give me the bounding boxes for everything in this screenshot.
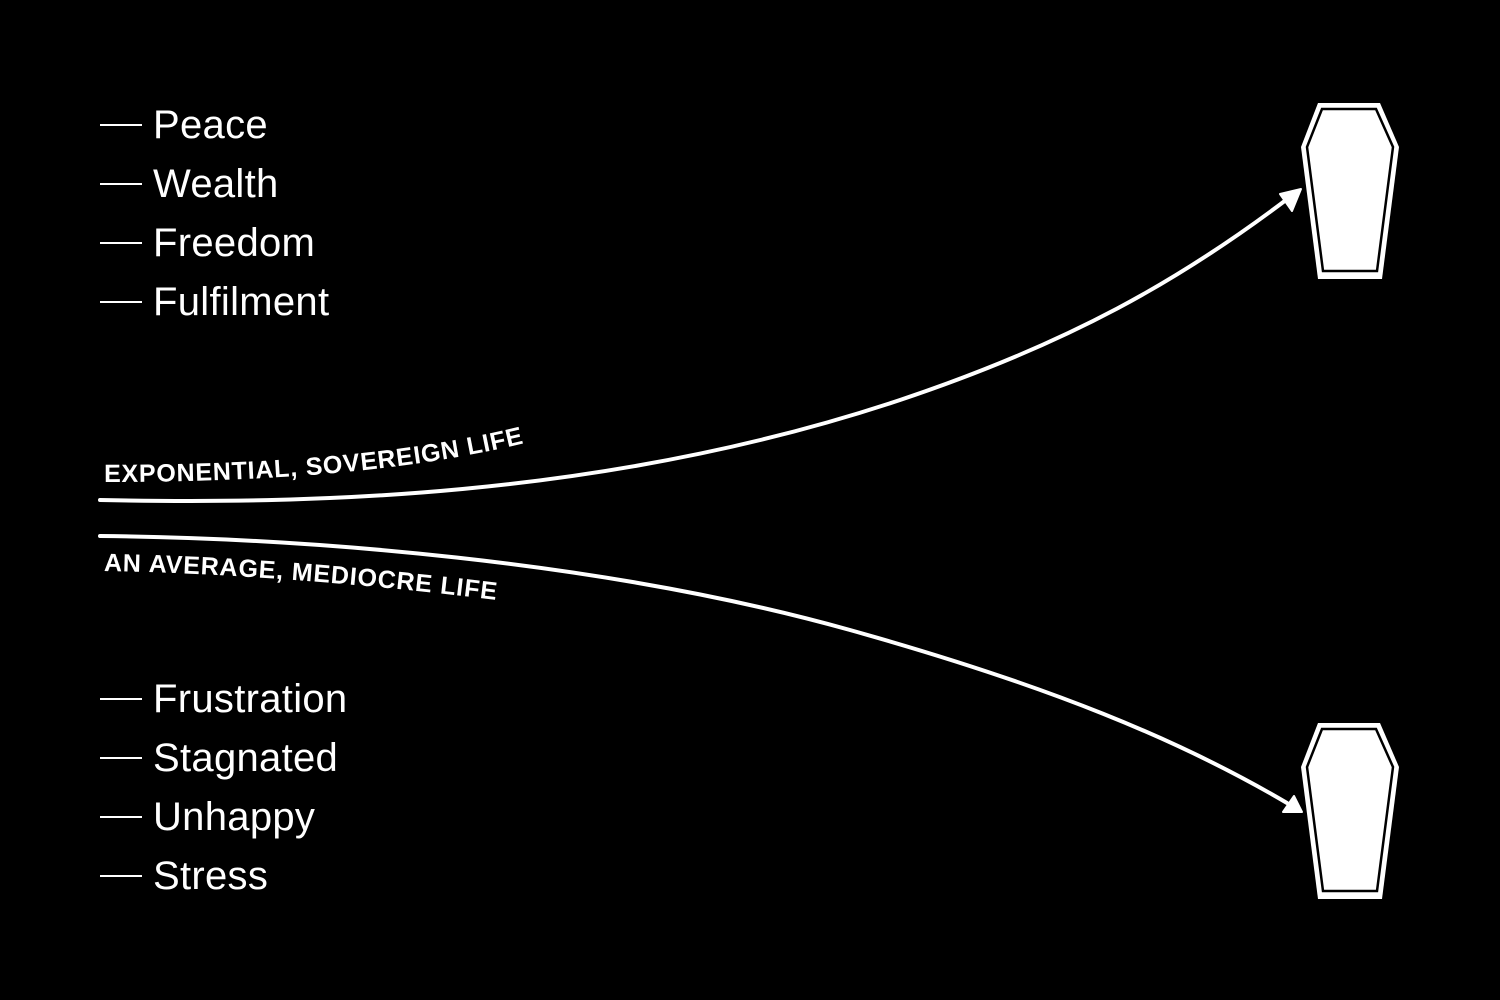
dash-icon — [100, 698, 142, 701]
upper-path-line — [98, 198, 1288, 503]
list-item: Wealth — [100, 155, 329, 214]
list-item-label: Unhappy — [153, 795, 316, 839]
list-item: Frustration — [100, 670, 347, 729]
dash-icon — [100, 757, 142, 760]
list-item: Stress — [100, 847, 347, 906]
lower-path-line — [98, 534, 1289, 805]
coffin-icon — [1301, 103, 1399, 279]
list-item-label: Fulfilment — [153, 280, 330, 324]
list-item: Freedom — [100, 214, 329, 273]
dash-icon — [100, 124, 142, 127]
negative-outcomes-list: Frustration Stagnated Unhappy Stress — [100, 670, 347, 906]
dash-icon — [100, 816, 142, 819]
list-item-label: Stagnated — [153, 736, 339, 780]
dash-icon — [100, 242, 142, 245]
upper-arrowhead-icon — [1279, 188, 1302, 212]
dash-icon — [100, 183, 142, 186]
upper-path-label: EXPONENTIAL, SOVEREIGN LIFE — [104, 422, 526, 488]
list-item-label: Frustration — [153, 677, 348, 721]
positive-outcomes-list: Peace Wealth Freedom Fulfilment — [100, 96, 329, 332]
list-item: Peace — [100, 96, 329, 155]
list-item: Unhappy — [100, 788, 347, 847]
list-item: Fulfilment — [100, 273, 329, 332]
coffin-icon — [1301, 723, 1399, 899]
list-item: Stagnated — [100, 729, 347, 788]
list-item-label: Stress — [153, 854, 269, 898]
list-item-label: Wealth — [153, 162, 279, 206]
list-item-label: Freedom — [153, 221, 316, 265]
list-item-label: Peace — [153, 103, 268, 147]
lower-arrowhead-icon — [1282, 795, 1303, 813]
dash-icon — [100, 301, 142, 304]
dash-icon — [100, 875, 142, 878]
